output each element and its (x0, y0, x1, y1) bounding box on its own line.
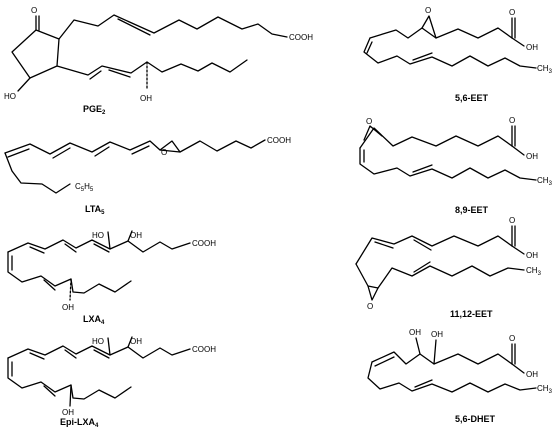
lxa4-acid: COOH (192, 239, 216, 248)
eet89-o: O (509, 116, 515, 125)
lta5-acid: COOH (267, 136, 291, 145)
lxa4-label: LXA4 (83, 314, 105, 326)
pge2-upper-chain (58, 14, 288, 40)
eet56-upper-chain (369, 27, 513, 39)
eet89-label: 8,9-EET (455, 205, 489, 215)
lxa4-polyene (7, 239, 191, 253)
lta5-label: LTA5 (85, 204, 105, 216)
dhet56-lower-chain (367, 361, 537, 393)
pge2-label: PGE2 (83, 104, 106, 116)
dhet56-label: 5,6-DHET (455, 414, 496, 424)
molecule-11-12-eet: O O OH CH3 11,12-EET (355, 216, 542, 319)
molecule-5-6-eet: O O OH CH3 5,6-EET (363, 6, 553, 103)
lxa4-oh2: OH (130, 231, 142, 240)
eet56-epox-o: O (425, 6, 431, 15)
eet89-epoxide (363, 125, 383, 141)
eet89-lower-chain (359, 147, 537, 181)
lxa4-loop (7, 251, 132, 294)
epi-lxa4-oh3: OH (62, 408, 74, 417)
pge2-ring-oh: HO (4, 92, 16, 101)
pge2-lower-chain (56, 59, 248, 76)
lta5-triene (4, 140, 161, 155)
eet89-epox-o: O (366, 117, 372, 126)
eet89-oh: OH (526, 152, 538, 161)
lta5-tail-group: C5H5 (75, 182, 94, 193)
dhet56-oh1: OH (409, 328, 421, 337)
epi-lxa4-label: Epi-LXA4 (60, 417, 99, 429)
pge2-chain-oh: OH (140, 94, 152, 103)
eet56-lower-chain (363, 37, 537, 69)
molecule-epi-lxa4: HO OH COOH OH Epi-LXA4 (7, 336, 216, 429)
eet56-oh: OH (526, 43, 538, 52)
epi-lxa4-polyene (7, 345, 191, 359)
lta5-acid-chain (179, 139, 266, 153)
lta5-epox-o: O (161, 148, 167, 157)
eet1112-epox-o: O (367, 302, 373, 311)
epi-lxa4-oh1: HO (92, 337, 104, 346)
pge2-acid: COOH (289, 33, 313, 42)
pge2-ring (11, 29, 60, 79)
epi-lxa4-acid: COOH (192, 345, 216, 354)
molecule-lxa4: HO OH COOH OH LXA4 (7, 230, 216, 326)
lxa4-oh3: OH (62, 303, 74, 312)
eet1112-epoxide (355, 263, 525, 289)
epi-lxa4-loop (7, 357, 132, 400)
eet1112-oh: OH (526, 251, 538, 260)
eet1112-ch3: CH3 (526, 266, 542, 277)
lta5-epoxide (159, 140, 181, 153)
eet56-epoxide (421, 15, 437, 39)
dhet56-o: O (509, 334, 515, 343)
eet1112-upper-chain (355, 235, 513, 265)
eet1112-label: 11,12-EET (450, 309, 493, 319)
molecule-lta5: O COOH C5H5 LTA5 (4, 136, 291, 216)
lta5-tail (4, 152, 71, 194)
eet89-upper-chain (359, 127, 513, 149)
molecule-8-9-eet: O O OH CH3 8,9-EET (359, 116, 553, 215)
dhet56-oh: OH (526, 370, 538, 379)
lxa4-oh1: HO (92, 231, 104, 240)
eet56-ch3: CH3 (537, 64, 553, 75)
dhet56-oh2: OH (431, 330, 443, 339)
eet56-o: O (509, 8, 515, 17)
molecule-pge2: O HO OH COOH PGE2 (4, 6, 313, 116)
dhet56-ch3: CH3 (537, 384, 553, 395)
pge2-ketone-o: O (31, 6, 37, 15)
eet89-ch3: CH3 (537, 176, 553, 187)
pge2-oh-bond (17, 77, 31, 92)
eet56-label: 5,6-EET (455, 93, 489, 103)
molecule-5-6-dhet: OH OH O OH CH3 5,6-DHET (367, 328, 553, 424)
eet1112-o: O (509, 216, 515, 225)
epi-lxa4-oh2: OH (130, 337, 142, 346)
